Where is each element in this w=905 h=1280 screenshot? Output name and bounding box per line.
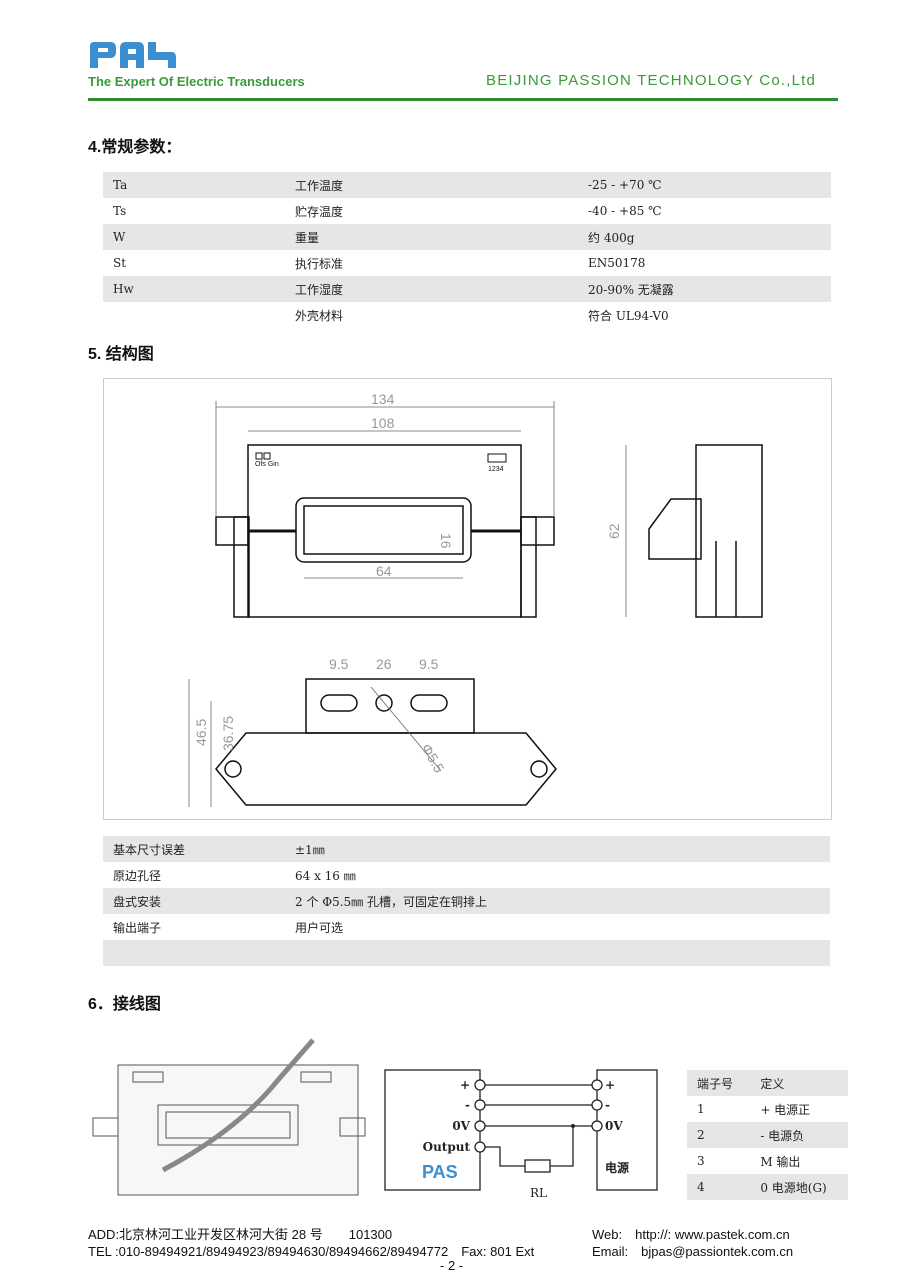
section4-heading: 4.常规参数： (88, 139, 182, 156)
dim-26: 26 (376, 656, 392, 672)
svg-text:PAS: PAS (422, 1162, 458, 1182)
dim-16: 16 (438, 533, 454, 549)
table-row: St 执行标准 EN50178 (103, 250, 831, 276)
table-row: Ts 贮存温度 -40 - +85 ℃ (103, 198, 831, 224)
table-cell: Ta (103, 172, 285, 198)
table-cell: M 输出 (760, 1154, 801, 1169)
bottom-view: 9.5 26 9.5 46.5 36.75 Φ5.5 (188, 656, 557, 807)
table-cell: 工作温度 (285, 172, 578, 198)
header-rule (88, 98, 838, 101)
company-name: BEIJING PASSION TECHNOLOGY Co.,Ltd (486, 72, 817, 89)
table-cell: 用户可选 (295, 920, 344, 935)
table-cell (103, 940, 285, 966)
table-cell: 盘式安装 (103, 888, 285, 914)
wiring-photo (92, 1038, 366, 1196)
table-cell: 0 电源地(G) (750, 1174, 848, 1200)
footer-email[interactable]: Email: bjpas@passiontek.com.cn (592, 1244, 794, 1259)
table-cell: Ts (113, 204, 127, 218)
table-header-row: 端子号定义 (687, 1070, 848, 1096)
dim-46-5: 46.5 (193, 719, 209, 746)
structure-drawing: 134 108 16 64 Ofs Gin 1234 62 (103, 378, 832, 820)
table-header: 定义 (750, 1070, 848, 1096)
svg-text:RL: RL (530, 1186, 547, 1200)
table-cell: 约 400g (578, 224, 831, 250)
svg-text:0V: 0V (452, 1119, 470, 1133)
tagline: The Expert Of Electric Transducers (88, 74, 305, 89)
table-row: 外壳材料 符合 UL94-V0 (103, 302, 831, 328)
table-row: 原边孔径 64 x 16 ㎜ (103, 862, 830, 888)
section5-heading: 5. 结构图 (88, 346, 154, 363)
dim-108: 108 (371, 415, 395, 431)
table-cell: 20-90% 无凝露 (578, 276, 831, 302)
table-row: 3 M 输出 (687, 1148, 848, 1174)
side-view: 62 (606, 444, 763, 618)
table-cell: + 电源正 (760, 1102, 811, 1117)
table-cell: 工作湿度 (285, 276, 578, 302)
table-cell: ±1㎜ (285, 836, 830, 862)
table-cell: W (103, 224, 285, 250)
svg-text:+: + (460, 1078, 470, 1092)
table-cell: 执行标准 (295, 256, 344, 271)
svg-text:+: + (605, 1078, 615, 1092)
dim-62: 62 (606, 523, 622, 539)
table-cell: 3 (697, 1154, 705, 1168)
table-cell: 贮存温度 (295, 204, 344, 219)
dim-hole: Φ5.5 (418, 741, 447, 776)
svg-text:-: - (605, 1098, 610, 1112)
table-cell: -40 - +85 ℃ (588, 204, 662, 218)
dim-64: 64 (376, 563, 392, 579)
table-row: 1 + 电源正 (687, 1096, 848, 1122)
table-cell: 64 x 16 ㎜ (295, 868, 356, 883)
dim-9-5-a: 9.5 (329, 656, 349, 672)
dim-9-5-b: 9.5 (419, 656, 439, 672)
dim-134: 134 (371, 391, 395, 407)
footer-web[interactable]: Web: http://: www.pastek.com.cn (592, 1227, 790, 1242)
svg-text:Output: Output (423, 1140, 471, 1154)
table-cell: 输出端子 (113, 920, 162, 935)
table-cell: Hw (103, 276, 285, 302)
table-row: 基本尺寸误差±1㎜ (103, 836, 830, 862)
table-cell: 2 个 Φ5.5㎜ 孔槽，可固定在铜排上 (285, 888, 830, 914)
table-cell: 1 (697, 1102, 705, 1116)
table-cell (103, 302, 285, 328)
table-cell: 4 (687, 1174, 751, 1200)
table-cell: 外壳材料 (295, 308, 344, 323)
section6-heading: 6．接线图 (88, 996, 161, 1013)
svg-text:0V: 0V (605, 1119, 623, 1133)
footer-tel: TEL :010-89494921/89494923/89494630/8949… (88, 1244, 535, 1259)
table-cell: -25 - +70 ℃ (578, 172, 831, 198)
table-cell: 符合 UL94-V0 (588, 308, 669, 323)
table-cell: 原边孔径 (113, 868, 162, 883)
table-cell: 2 (687, 1122, 751, 1148)
terminal-labels: 1234 (488, 466, 504, 473)
table-cell: EN50178 (588, 256, 646, 270)
table-cell: 重量 (285, 224, 578, 250)
page-number: - 2 - (440, 1258, 464, 1273)
table-cell: St (113, 256, 127, 270)
table-header: 端子号 (687, 1070, 751, 1096)
svg-text:电源: 电源 (605, 1160, 629, 1175)
table-row: 输出端子 用户可选 (103, 914, 830, 940)
front-view: 134 108 16 64 Ofs Gin 1234 (215, 391, 555, 618)
circuit-diagram: + - 0V Output + - 0V 电源 RL PAS (384, 1069, 658, 1200)
dim-36-75: 36.75 (220, 716, 236, 751)
table-row (103, 940, 830, 966)
table-row: 2- 电源负 (687, 1122, 848, 1148)
table-cell: 基本尺寸误差 (103, 836, 285, 862)
pot-labels: Ofs Gin (255, 461, 279, 468)
footer-address: ADD:北京林河工业开发区林河大街 28 号 101300 (88, 1227, 393, 1242)
svg-text:-: - (465, 1098, 470, 1112)
table-cell (285, 940, 830, 966)
table-cell: - 电源负 (750, 1122, 848, 1148)
pas-logo (90, 42, 176, 68)
